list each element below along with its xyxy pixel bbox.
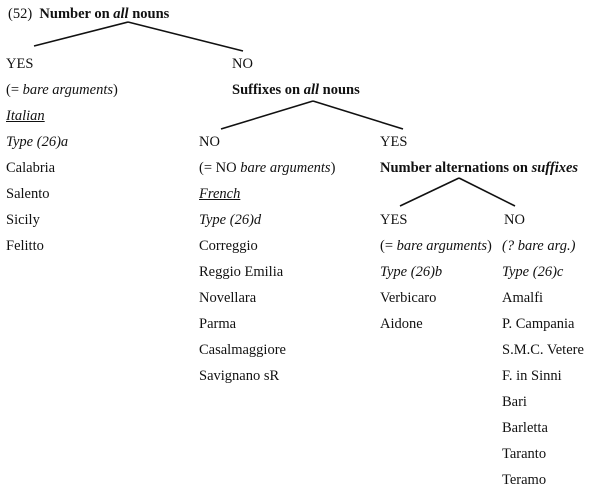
list-item: Aidone [380,316,423,332]
yes-no-type-label: Type (26)c [502,264,564,280]
yes-yes-gloss: (= bare arguments) [380,238,492,254]
mid-gloss: (= NO bare arguments) [199,160,336,176]
yes-yes-list: Verbicaro Aidone [380,289,436,341]
branch-suffixes-right [312,100,404,130]
list-item: F. in Sinni [502,368,562,384]
suffixes-node: Suffixes on all nouns [232,82,360,98]
yes-yes-answer: YES [380,212,408,228]
yes-answer: YES [380,134,408,150]
mid-answer: NO [199,134,220,150]
yes-yes-type-label: Type (26)b [380,264,443,280]
yes-no-list: Amalfi P. Campania S.M.C. Vetere F. in S… [502,289,584,497]
left-answer: YES [6,56,34,72]
list-item: Felitto [6,238,44,254]
list-item: Parma [199,316,237,332]
list-item: Reggio Emilia [199,264,284,280]
list-item: Calabria [6,160,56,176]
mid-list: Correggio Reggio Emilia Novellara Parma … [199,237,286,393]
mid-type-label: Type (26)d [199,212,262,228]
list-item: Novellara [199,290,257,306]
list-item: P. Campania [502,316,575,332]
right-answer: NO [232,56,253,72]
list-item: S.M.C. Vetere [502,342,584,358]
list-item: Sicily [6,212,40,228]
list-item: Correggio [199,238,258,254]
example-number: (52) [8,6,33,22]
left-list: Calabria Salento Sicily Felitto [6,159,55,263]
root-node: (52) Number on all nouns [8,5,169,23]
list-item: Teramo [502,472,547,488]
branch-alternations-right [458,177,516,207]
branch-root-right [127,21,244,52]
yes-no-gloss: (? bare arg.) [502,238,576,254]
branch-root-left [33,21,129,47]
list-item: Amalfi [502,290,544,306]
list-item: Bari [502,394,527,410]
root-label: Number on all nouns [39,6,170,22]
list-item: Casalmaggiore [199,342,286,358]
list-item: Salento [6,186,50,202]
branch-alternations-left [399,177,460,207]
branch-suffixes-left [220,100,314,130]
list-item: Savignano sR [199,368,280,384]
left-type-label: Type (26)a [6,134,69,150]
left-gloss: (= bare arguments) [6,82,118,98]
left-language: Italian [6,108,45,124]
mid-language: French [199,186,241,202]
yes-no-answer: NO [504,212,525,228]
alternations-node: Number alternations on suffixes [380,160,579,176]
list-item: Barletta [502,420,548,436]
list-item: Verbicaro [380,290,437,306]
list-item: Taranto [502,446,547,462]
